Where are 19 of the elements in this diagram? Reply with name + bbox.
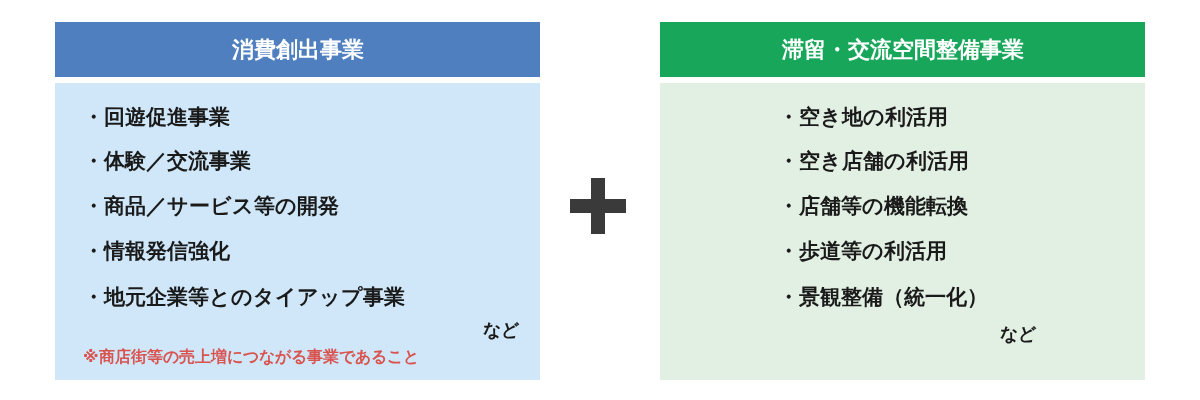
list-item: ・情報発信強化 xyxy=(83,241,230,262)
header-title: 滞留・交流空間整備事業 xyxy=(780,39,1025,61)
list-item: ・回遊促進事業 xyxy=(83,107,230,128)
list-item: ・歩道等の利活用 xyxy=(778,241,947,262)
note-text: など xyxy=(483,321,519,339)
list-panel xyxy=(55,83,540,380)
list-item: ・空き地の利活用 xyxy=(778,107,948,128)
list-item: ・景観整備（統一化） xyxy=(778,287,988,308)
header-bar xyxy=(55,22,540,77)
list-item: ・空き店舗の利活用 xyxy=(778,151,969,172)
list-panel xyxy=(660,83,1145,380)
note-text: ※商店街等の売上増につながる事業であること xyxy=(83,349,419,365)
note-text: など xyxy=(1000,325,1036,343)
list-item: ・体験／交流事業 xyxy=(83,151,251,172)
list-item: ・地元企業等とのタイアップ事業 xyxy=(83,287,405,308)
header-bar xyxy=(660,22,1145,77)
header-title: 消費創出事業 xyxy=(230,39,365,61)
list-item: ・店舗等の機能転換 xyxy=(778,196,968,217)
list-item: ・商品／サービス等の開発 xyxy=(83,196,339,217)
